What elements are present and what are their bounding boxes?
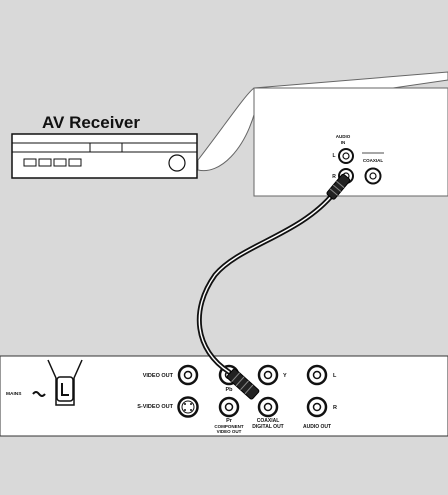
component-label-1: COMPONENT [214, 424, 244, 429]
coaxial-digital-out-jack-icon [257, 396, 279, 418]
ac-tilde-icon [32, 391, 46, 397]
svideo-out-jack-icon [177, 396, 199, 418]
mains-label: MAINS [6, 391, 22, 397]
receiver-title: AV Receiver [42, 113, 140, 132]
audio-out-left-label: L [333, 373, 337, 379]
video-out-jack-icon [177, 364, 199, 386]
audio-out-left-jack-icon [306, 364, 328, 386]
coaxial-cable [196, 190, 337, 375]
receiver-cable-plug-icon [326, 173, 351, 200]
receiver-coaxial-jack-icon [364, 167, 382, 185]
volume-knob-icon [168, 154, 186, 172]
video-out-label: VIDEO OUT [143, 373, 174, 379]
svideo-out-label: S-VIDEO OUT [137, 404, 173, 410]
audio-in-label-2: IN [341, 140, 346, 145]
component-pr-jack-icon [218, 396, 240, 418]
audio-out-right-jack-icon [306, 396, 328, 418]
pb-label: Pb [225, 387, 233, 393]
pr-label: Pr [226, 418, 233, 424]
audio-out-label: AUDIO OUT [303, 424, 331, 430]
audio-in-label-1: AUDIO [336, 134, 351, 139]
component-label-2: VIDEO OUT [217, 429, 242, 434]
power-socket-icon [47, 359, 83, 406]
receiver-right-label: R [332, 174, 336, 180]
y-label: Y [283, 373, 287, 379]
av-receiver-front [11, 133, 198, 179]
audio-out-right-label: R [333, 405, 337, 411]
receiver-coaxial-label: COAXIAL [363, 158, 384, 163]
coaxial-label-1: COAXIAL [257, 418, 280, 424]
receiver-left-label: L [332, 153, 335, 159]
component-y-jack-icon [257, 364, 279, 386]
audio-in-left-jack-icon [338, 148, 354, 164]
coaxial-label-2: DIGITAL OUT [252, 424, 283, 430]
player-cable-plug-icon [226, 368, 260, 400]
